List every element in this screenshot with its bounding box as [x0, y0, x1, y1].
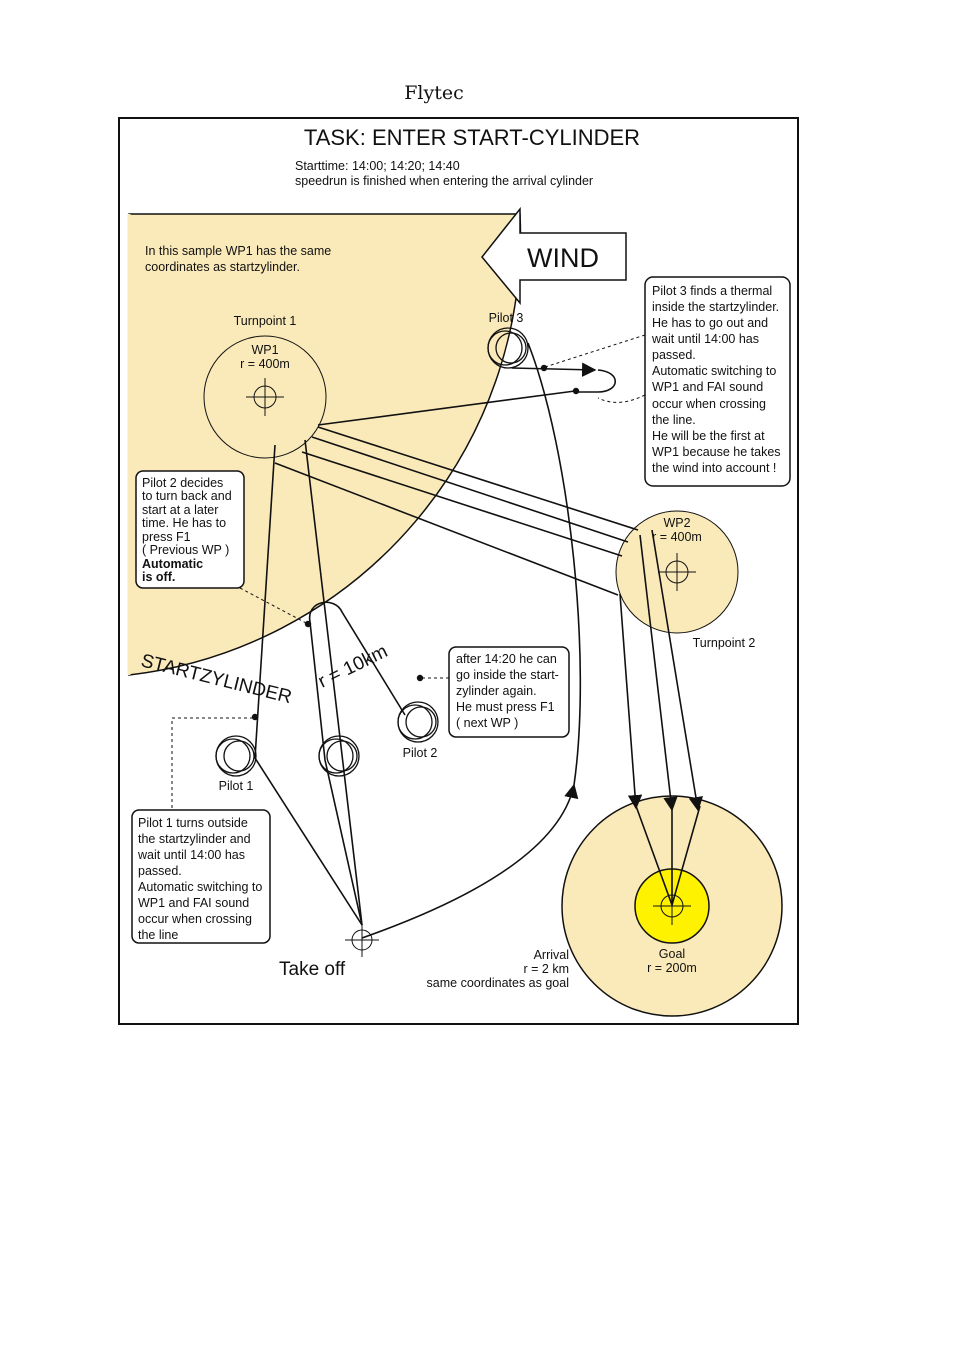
note-pilot2-right-text: after 14:20 he can go inside the start- …	[456, 652, 559, 730]
svg-text:passed.: passed.	[652, 348, 696, 362]
svg-text:WP1 because he takes: WP1 because he takes	[652, 445, 781, 459]
goal-radius: r = 200m	[647, 961, 697, 975]
svg-text:zylinder again.: zylinder again.	[456, 684, 537, 698]
svg-text:passed.: passed.	[138, 864, 182, 878]
svg-text:WP1 and FAI sound: WP1 and FAI sound	[652, 380, 763, 394]
svg-text:the line.: the line.	[652, 413, 696, 427]
svg-text:after 14:20 he can: after 14:20 he can	[456, 652, 557, 666]
svg-text:WP1 and FAI sound: WP1 and FAI sound	[138, 896, 249, 910]
goal-label: Goal	[659, 947, 685, 961]
thermal-spiral-icon	[318, 735, 360, 777]
note-pilot3-text: Pilot 3 finds a thermal inside the start…	[651, 284, 781, 475]
pilot3-label: Pilot 3	[489, 311, 524, 325]
svg-text:the line: the line	[138, 928, 178, 942]
info-line: speedrun is finished when entering the a…	[295, 174, 593, 188]
svg-text:He will be the first at: He will be the first at	[652, 429, 765, 443]
arrival-note: same coordinates as goal	[427, 976, 569, 990]
svg-text:wait until 14:00 has: wait until 14:00 has	[137, 848, 245, 862]
wp2-name: WP2	[663, 516, 690, 530]
svg-text:time. He has to: time. He has to	[142, 516, 226, 530]
svg-text:press F1: press F1	[142, 530, 191, 544]
svg-text:go inside the start-: go inside the start-	[456, 668, 559, 682]
svg-text:occur when crossing: occur when crossing	[138, 912, 252, 926]
info-line: Starttime: 14:00; 14:20; 14:40	[295, 159, 460, 173]
crossing-point	[540, 364, 548, 372]
crosshair-icon	[246, 378, 284, 416]
crossing-point	[416, 674, 424, 682]
svg-text:inside the startzylinder.: inside the startzylinder.	[652, 300, 779, 314]
svg-text:Pilot 1 turns outside: Pilot 1 turns outside	[138, 816, 248, 830]
note-box-pilot3	[644, 276, 791, 487]
svg-text:occur when crossing: occur when crossing	[652, 397, 766, 411]
svg-text:wait until 14:00 has: wait until 14:00 has	[651, 332, 759, 346]
crossing-point	[304, 620, 312, 628]
sample-note: coordinates as startzylinder.	[145, 260, 300, 274]
svg-text:( Previous WP ): ( Previous WP )	[142, 543, 229, 557]
svg-text:Pilot 3 finds a thermal: Pilot 3 finds a thermal	[652, 284, 772, 298]
sample-note: In this sample WP1 has the same	[145, 244, 331, 258]
crosshair-icon	[345, 923, 379, 957]
svg-text:Pilot 2 decides: Pilot 2 decides	[142, 476, 223, 490]
header-brand: Flytec	[404, 82, 464, 104]
svg-text:the wind into account !: the wind into account !	[652, 461, 776, 475]
svg-text:is off.: is off.	[142, 570, 175, 584]
svg-text:to turn back and: to turn back and	[142, 489, 232, 503]
turnpoint1-label: Turnpoint 1	[234, 314, 297, 328]
arrival-radius: r = 2 km	[524, 962, 570, 976]
svg-text:Automatic switching to: Automatic switching to	[652, 364, 776, 378]
svg-text:Automatic: Automatic	[142, 557, 203, 571]
crossing-point	[572, 387, 580, 395]
svg-text:He has to go out and: He has to go out and	[652, 316, 768, 330]
pilot2-label: Pilot 2	[403, 746, 438, 760]
thermal-spiral-icon	[215, 735, 257, 777]
wind-arrow-icon	[481, 206, 627, 306]
svg-text:start at a later: start at a later	[142, 503, 218, 517]
thermal-spiral-icon	[487, 327, 529, 369]
note-pilot2-left-text: Pilot 2 decides to turn back and start a…	[142, 476, 232, 584]
arrival-label: Arrival	[534, 948, 569, 962]
note-box-pilot2-right	[448, 646, 570, 738]
wp1-name: WP1	[251, 343, 278, 357]
crosshair-icon	[658, 553, 696, 591]
wind-label: WIND	[527, 243, 599, 273]
wp2-radius: r = 400m	[652, 530, 702, 544]
svg-text:the startzylinder and: the startzylinder and	[138, 832, 251, 846]
svg-text:( next WP ): ( next WP )	[456, 716, 518, 730]
crossing-point	[251, 713, 259, 721]
turnpoint2-label: Turnpoint 2	[693, 636, 756, 650]
takeoff-label: Take off	[279, 959, 346, 980]
svg-text:He must press F1: He must press F1	[456, 700, 555, 714]
note-box-pilot2-left	[135, 470, 245, 589]
pilot1-label: Pilot 1	[219, 779, 254, 793]
task-title: TASK: ENTER START-CYLINDER	[304, 125, 640, 150]
thermal-spiral-icon	[397, 701, 439, 743]
wp1-radius: r = 400m	[240, 357, 290, 371]
flight-paths	[254, 342, 704, 939]
note-box-pilot1	[131, 809, 271, 944]
note-pilot1-text: Pilot 1 turns outside the startzylinder …	[137, 816, 262, 942]
leader-lines	[171, 334, 646, 808]
svg-text:Automatic switching to: Automatic switching to	[138, 880, 262, 894]
